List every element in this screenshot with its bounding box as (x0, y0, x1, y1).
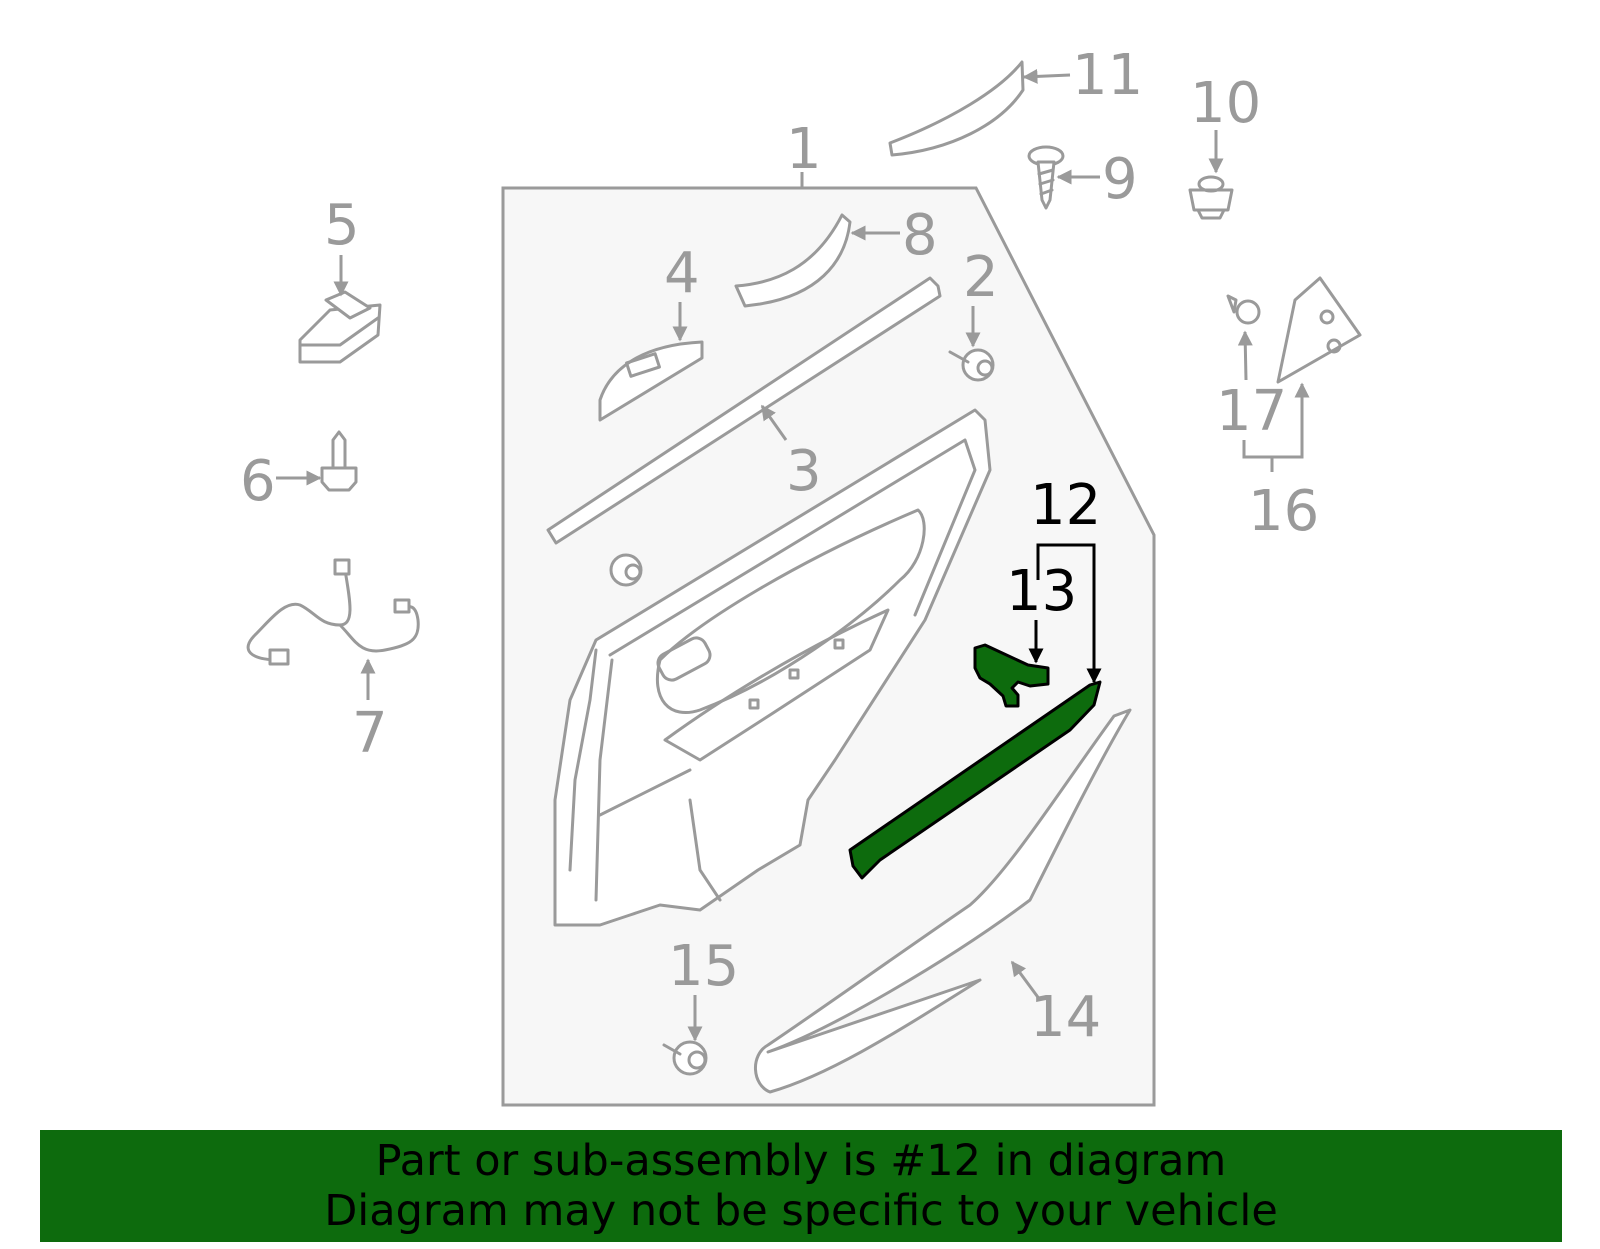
callout-14: 14 (1030, 985, 1101, 1050)
banner-line-1: Part or sub-assembly is #12 in diagram (375, 1136, 1227, 1186)
callout-4: 4 (664, 241, 700, 306)
part-clip-lower (609, 553, 643, 587)
part-10-clip-nut (1188, 175, 1234, 220)
part-16-corner-trim (1276, 276, 1362, 384)
leader-11 (1022, 68, 1071, 84)
part-3-weatherstrip (546, 276, 942, 545)
callout-3: 3 (786, 439, 822, 504)
part-13-clip-highlighted (973, 643, 1050, 708)
callout-2: 2 (963, 245, 999, 310)
part-9-screw (1027, 145, 1065, 210)
part-6-bolt (320, 430, 358, 492)
callout-1: 1 (786, 117, 822, 182)
callout-17: 17 (1216, 379, 1287, 444)
callout-6: 6 (240, 449, 276, 514)
callout-15: 15 (668, 934, 739, 999)
callout-10: 10 (1190, 71, 1261, 136)
part-12-moulding-highlighted (848, 680, 1102, 880)
banner-line-2: Diagram may not be specific to your vehi… (324, 1186, 1278, 1236)
part-2-clip (948, 348, 995, 382)
part-5-window-switch (298, 290, 382, 364)
leader-3 (760, 404, 788, 441)
part-4-switch-bezel (598, 340, 704, 422)
callout-11: 11 (1072, 43, 1143, 108)
part-17-grommet (1226, 294, 1261, 325)
callout-8: 8 (902, 203, 938, 268)
callout-7: 7 (352, 701, 388, 766)
leader-17 (1237, 330, 1253, 381)
callout-13: 13 (1006, 559, 1077, 624)
callout-16: 16 (1248, 479, 1319, 544)
part-11-trim-strip (888, 60, 1025, 157)
part-14-lower-trim (754, 708, 1132, 1094)
callout-9: 9 (1102, 147, 1138, 212)
part-7-wiring-harness (246, 558, 420, 666)
info-banner: Part or sub-assembly is #12 in diagram D… (40, 1130, 1562, 1242)
part-15-clip (662, 1040, 708, 1076)
part-8-pull-handle (734, 213, 852, 308)
leader-14 (1010, 960, 1042, 1001)
part-1-door-trim-panel (553, 408, 992, 927)
callout-12: 12 (1030, 473, 1101, 538)
callout-5: 5 (324, 193, 360, 258)
